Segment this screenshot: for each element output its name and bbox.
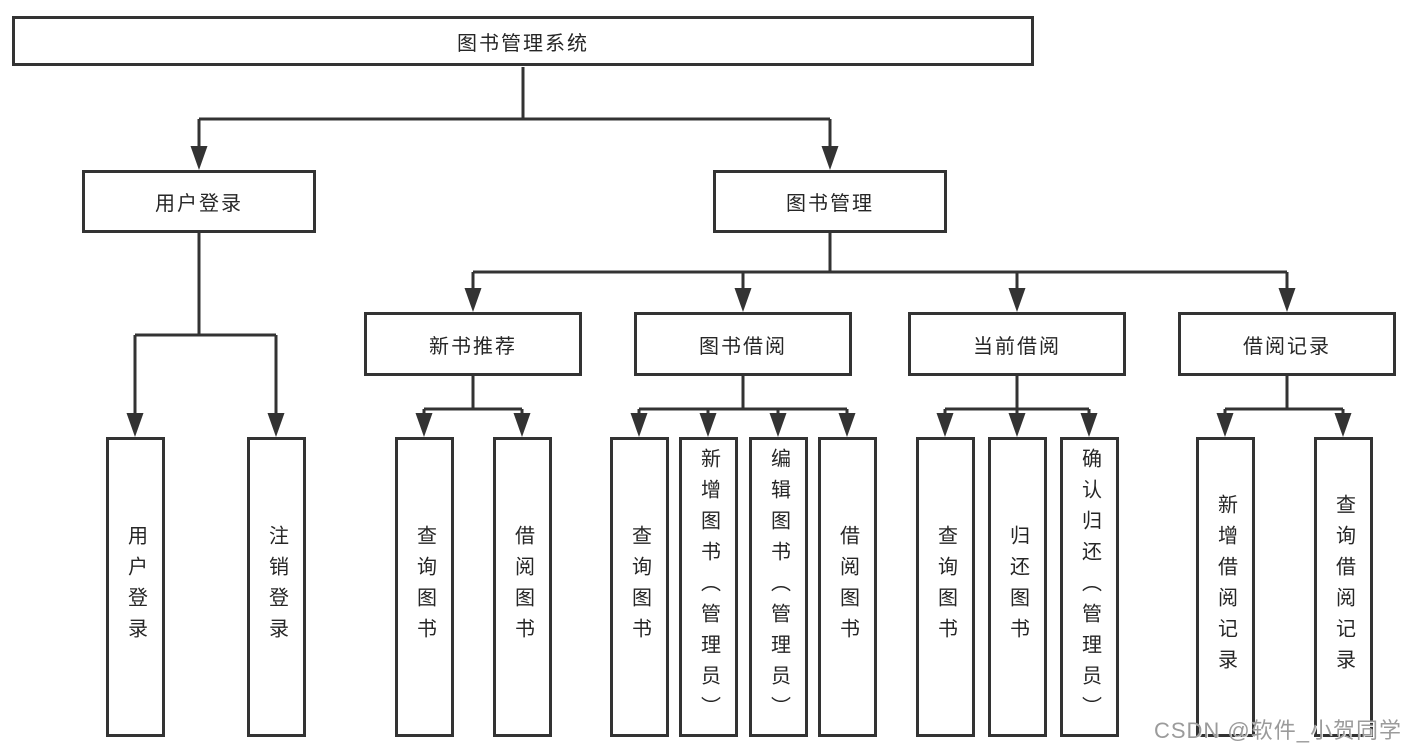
node-current-borrowing-label: 当前借阅 — [973, 335, 1061, 358]
leaf-query-books-current: 查询图书 — [916, 437, 975, 737]
leaf-query-books-borrow-label: 查询图书 — [628, 525, 651, 649]
leaf-query-books-recommend: 查询图书 — [395, 437, 454, 737]
leaf-add-book-admin: 新增图书（管理员） — [679, 437, 738, 737]
leaf-logout: 注销登录 — [247, 437, 306, 737]
node-user-login: 用户登录 — [82, 170, 316, 233]
leaf-return-books-label: 归还图书 — [1006, 525, 1029, 649]
leaf-logout-label: 注销登录 — [265, 525, 288, 649]
node-borrowing-records-label: 借阅记录 — [1243, 335, 1331, 358]
leaf-edit-book-admin-label: 编辑图书（管理员） — [767, 447, 790, 727]
leaf-borrow-books-recommend: 借阅图书 — [493, 437, 552, 737]
leaf-confirm-return-admin-label: 确认归还（管理员） — [1078, 447, 1101, 727]
leaf-add-book-admin-label: 新增图书（管理员） — [697, 447, 720, 727]
node-book-borrowing-label: 图书借阅 — [699, 335, 787, 358]
leaf-edit-book-admin: 编辑图书（管理员） — [749, 437, 808, 737]
leaf-confirm-return-admin: 确认归还（管理员） — [1060, 437, 1119, 737]
leaf-query-books-recommend-label: 查询图书 — [413, 525, 436, 649]
leaf-query-books-borrow: 查询图书 — [610, 437, 669, 737]
node-book-management-label: 图书管理 — [786, 193, 874, 215]
node-borrowing-records: 借阅记录 — [1178, 312, 1396, 376]
leaf-add-borrow-record: 新增借阅记录 — [1196, 437, 1255, 737]
leaf-query-borrow-record-label: 查询借阅记录 — [1332, 494, 1355, 680]
leaf-query-books-current-label: 查询图书 — [934, 525, 957, 649]
leaf-return-books: 归还图书 — [988, 437, 1047, 737]
leaf-query-borrow-record: 查询借阅记录 — [1314, 437, 1373, 737]
node-root: 图书管理系统 — [12, 16, 1034, 66]
leaf-borrow-books: 借阅图书 — [818, 437, 877, 737]
node-book-borrowing: 图书借阅 — [634, 312, 852, 376]
arrowheads — [126, 146, 1352, 437]
node-book-management: 图书管理 — [713, 170, 947, 233]
node-user-login-label: 用户登录 — [155, 193, 243, 215]
watermark: CSDN @软件_小贺同学 — [1153, 718, 1402, 743]
node-current-borrowing: 当前借阅 — [908, 312, 1126, 376]
leaf-borrow-books-recommend-label: 借阅图书 — [511, 525, 534, 649]
node-root-label: 图书管理系统 — [457, 32, 589, 55]
leaf-add-borrow-record-label: 新增借阅记录 — [1214, 494, 1237, 680]
node-new-book-recommend: 新书推荐 — [364, 312, 582, 376]
leaf-user-login-label: 用户登录 — [124, 525, 147, 649]
node-new-book-recommend-label: 新书推荐 — [429, 335, 517, 358]
leaf-borrow-books-label: 借阅图书 — [836, 525, 859, 649]
leaf-user-login: 用户登录 — [106, 437, 165, 737]
